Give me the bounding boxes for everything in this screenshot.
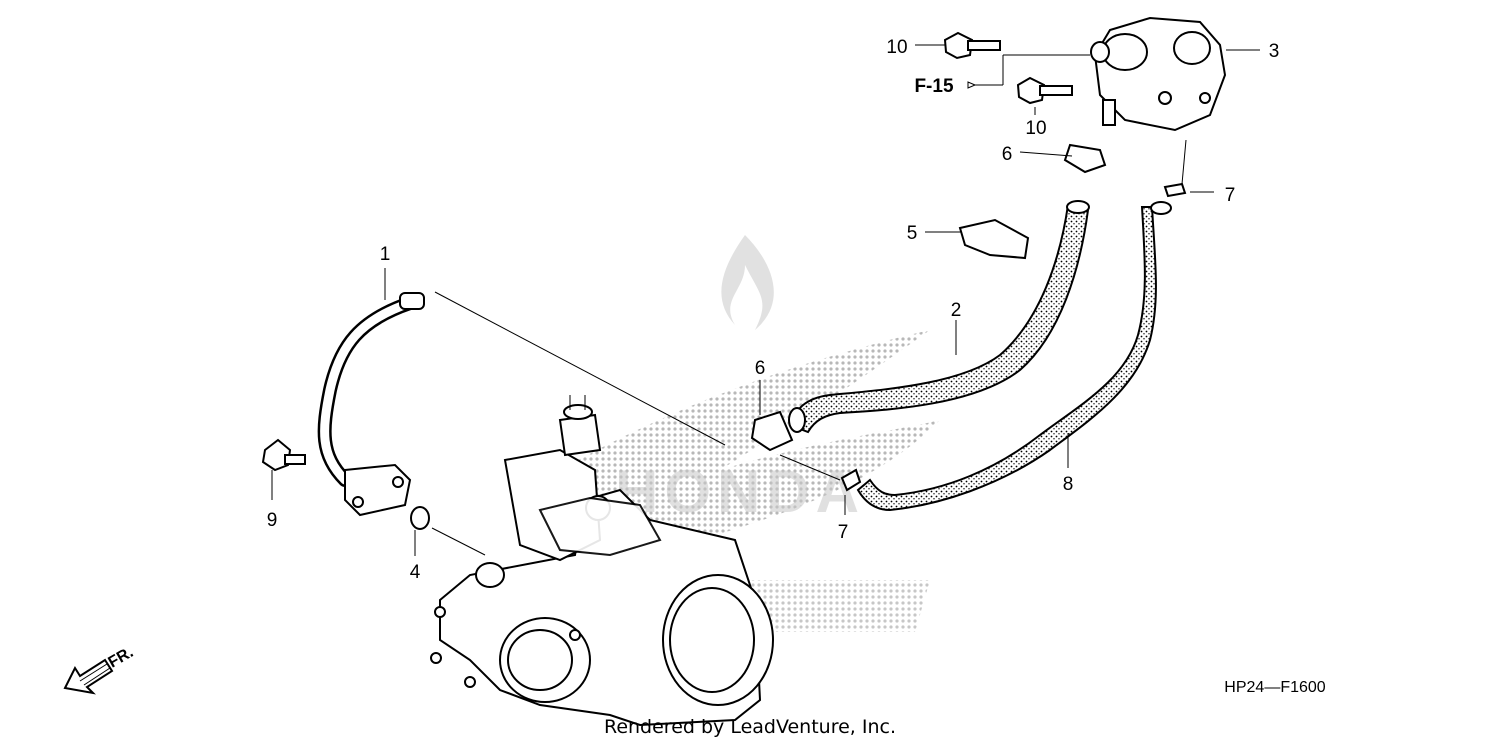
callout-8: 8 [1063,474,1074,495]
hose-holder [958,218,1030,260]
hose-clip-lower [750,410,794,452]
callout-10-lower: 10 [1025,118,1046,139]
callout-6-lower: 6 [755,358,766,379]
callout-1: 1 [380,244,391,265]
bolt-9 [261,438,306,472]
callout-10-upper: 10 [886,37,907,58]
bolt-10-upper [943,31,1001,60]
hose-2 [788,203,1090,434]
callout-4: 4 [410,562,421,583]
callout-5: 5 [907,223,918,244]
figure-reference: F-15 [914,76,954,97]
air-pipe [317,292,425,517]
clip-7-lower [840,468,862,492]
callout-6-upper: 6 [1002,144,1013,165]
watermark-text: HONDA [615,458,865,525]
clip-7-upper [1163,182,1187,198]
figure-code: HP24—F1600 [1224,679,1325,696]
callout-2: 2 [951,300,962,321]
callout-7-upper: 7 [1225,185,1236,206]
front-direction-indicator: FR. [63,644,136,695]
callout-3: 3 [1269,41,1280,62]
engine-assembly [430,395,774,727]
bolt-10-lower [1016,76,1073,105]
hose-clip-upper [1063,143,1107,174]
flame-icon [721,235,774,330]
callout-7-lower: 7 [838,522,849,543]
leader-lines [271,44,1260,556]
wing-icon [560,330,940,555]
hose-8 [856,206,1157,512]
render-credit: Rendered by LeadVenture, Inc. [603,716,897,738]
gasket [410,506,430,530]
callout-9: 9 [267,510,278,531]
air-valve [1090,16,1227,132]
